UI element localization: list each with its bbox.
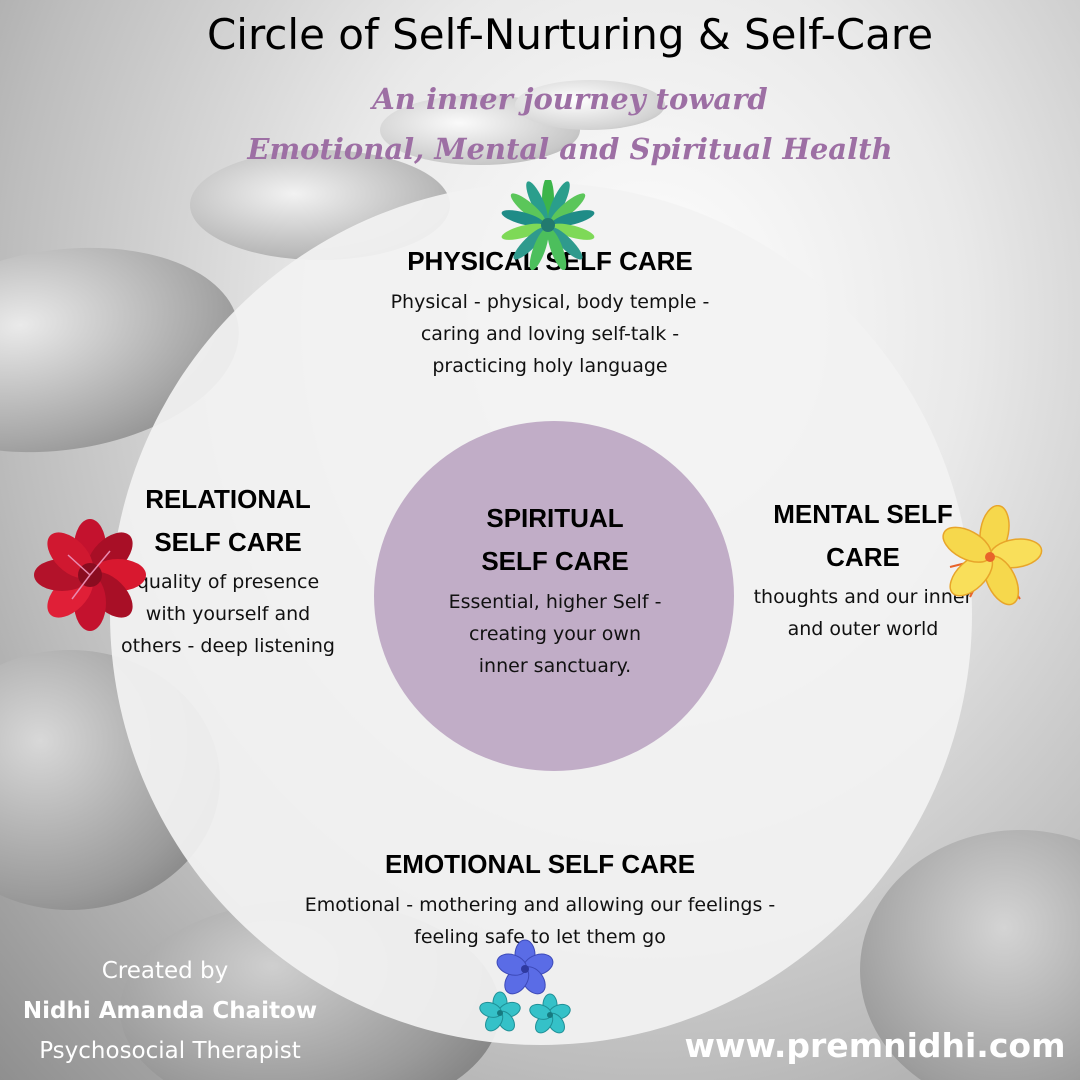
heading-line: SELF CARE [154,527,302,557]
yellow-flower-icon [942,505,1043,606]
text-line: thoughts and our inner [753,586,973,608]
text-line: feeling safe to let them go [414,926,666,948]
subtitle-line-2: Emotional, Mental and Spiritual Health [247,132,893,166]
text-line: creating your own [468,623,641,645]
mental-self-care-heading: MENTAL SELF CARE [738,493,988,579]
emotional-self-care-heading: EMOTIONAL SELF CARE [384,849,696,879]
heading-line: MENTAL SELF [773,499,953,529]
text-line: Physical - physical, body temple - [390,291,710,313]
background-stone [515,80,665,130]
credit-author-role: Psychosocial Therapist [39,1038,301,1064]
text-line: others - deep listening [120,635,335,657]
green-leaf-flower-icon [501,180,595,270]
spiritual-self-care-heading: SPIRITUAL SELF CARE [390,497,720,583]
blue-flowers-icon [479,939,571,1034]
text-line: Emotional - mothering and allowing our f… [304,894,776,916]
inner-circle [374,421,734,771]
heading-line: CARE [826,542,900,572]
credit-author-name: Nidhi Amanda Chaitow [22,998,318,1024]
spiritual-self-care-text: Essential, higher Self - creating your o… [400,586,710,682]
text-line: practicing holy language [432,355,668,377]
website-url: www.premnidhi.com [684,1026,1066,1065]
heading-line: SELF CARE [481,546,629,576]
credit-created-by: Created by [101,958,229,984]
physical-self-care-heading: PHYSICAL SELF CARE [407,246,693,276]
heading-line: RELATIONAL [145,484,311,514]
physical-self-care-text: Physical - physical, body temple - carin… [320,286,780,382]
heading-line: SPIRITUAL [486,503,624,533]
subtitle-line-1: An inner journey toward [372,82,768,116]
text-line: inner sanctuary. [478,655,632,677]
text-line: quality of presence [136,571,320,593]
page-title: Circle of Self-Nurturing & Self-Care [206,10,934,59]
text-line: caring and loving self-talk - [420,323,680,345]
text-line: and outer world [787,618,939,640]
emotional-self-care-text: Emotional - mothering and allowing our f… [260,889,820,953]
text-line: Essential, higher Self - [448,591,662,613]
text-line: with yourself and [145,603,311,625]
red-flower-icon [34,519,146,631]
relational-self-care-text: quality of presence with yourself and ot… [100,566,356,662]
relational-self-care-heading: RELATIONAL SELF CARE [108,478,348,564]
mental-self-care-text: thoughts and our inner and outer world [738,581,988,645]
